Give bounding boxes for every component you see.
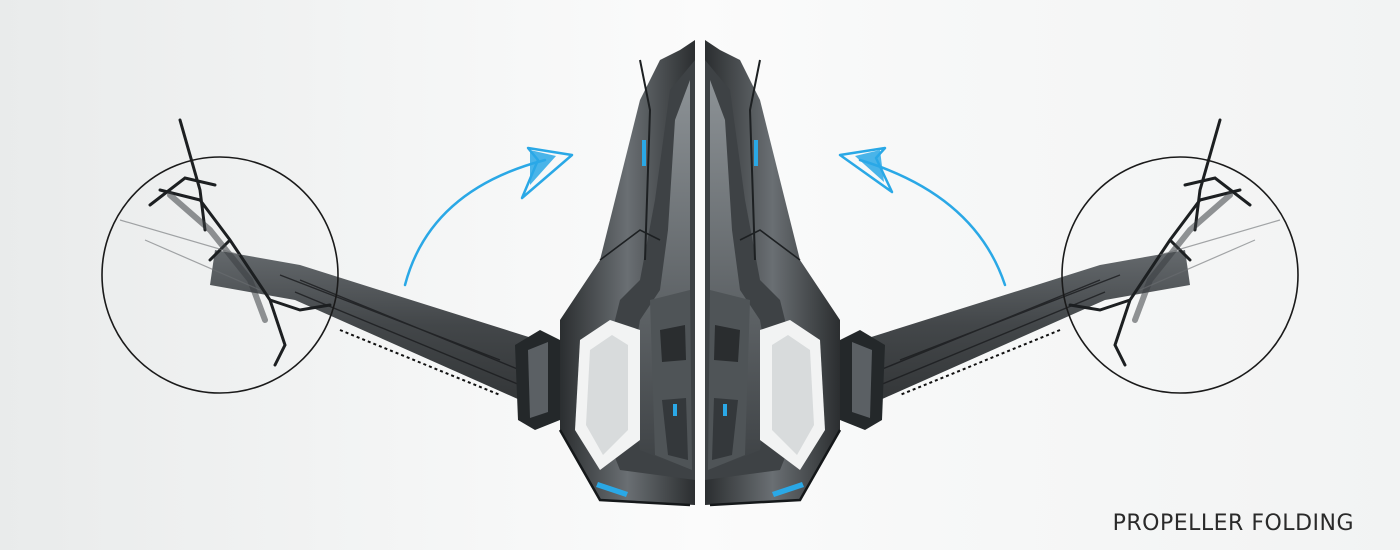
caption-title: PROPELLER FOLDING xyxy=(1112,511,1354,536)
drone-right-half xyxy=(705,40,1280,505)
propeller-circle-left xyxy=(101,156,339,394)
fold-arrow-right xyxy=(838,146,1007,287)
propeller-circle-right xyxy=(1061,156,1299,394)
fold-arrow-left xyxy=(403,146,574,287)
